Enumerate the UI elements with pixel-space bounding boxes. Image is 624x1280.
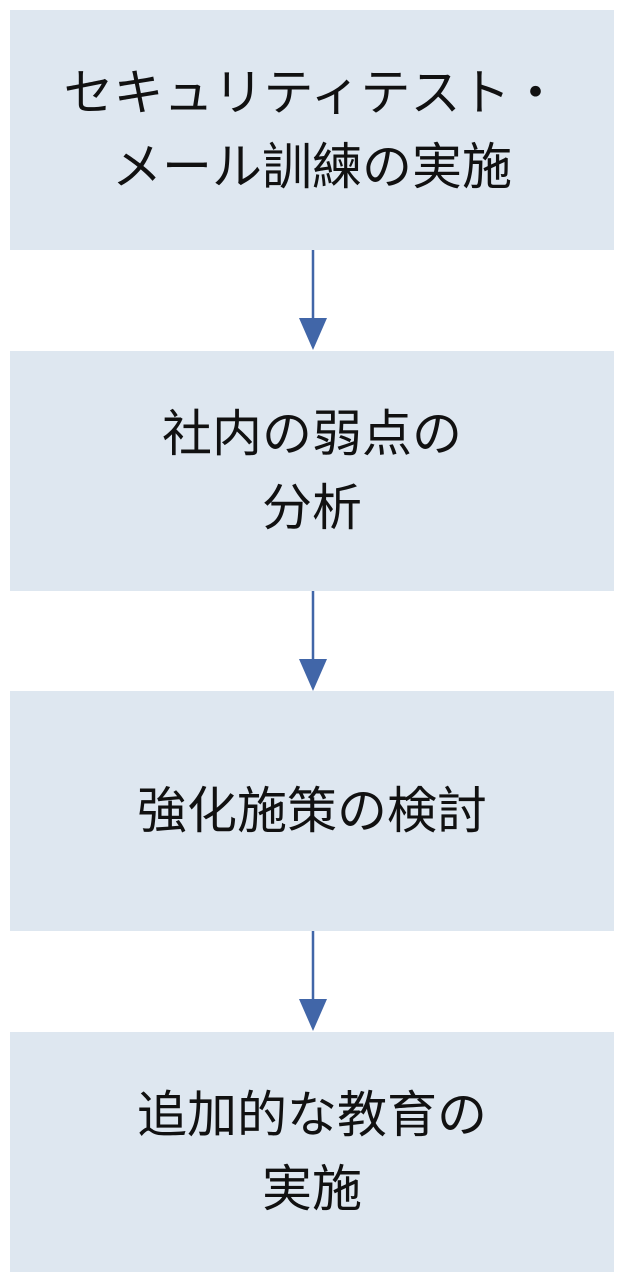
down-arrow-icon bbox=[299, 591, 327, 691]
flow-step-line: 分析 bbox=[262, 479, 362, 537]
flow-step-weakness-analysis: 社内の弱点の 分析 bbox=[10, 351, 614, 591]
down-arrow-icon bbox=[299, 931, 327, 1031]
flow-step-label: 社内の弱点の 分析 bbox=[162, 397, 462, 545]
flow-step-line: 実施 bbox=[262, 1160, 362, 1218]
flow-step-label: 追加的な教育の 実施 bbox=[137, 1078, 487, 1226]
down-arrow-icon bbox=[299, 250, 327, 350]
flow-step-line: 強化施策の検討 bbox=[137, 782, 487, 840]
flow-step-label: 強化施策の検討 bbox=[137, 774, 487, 848]
flow-step-security-test: セキュリティテスト・ メール訓練の実施 bbox=[10, 10, 614, 250]
flow-step-label: セキュリティテスト・ メール訓練の実施 bbox=[64, 56, 561, 204]
flow-step-line: セキュリティテスト・ bbox=[63, 64, 561, 122]
flow-step-additional-training: 追加的な教育の 実施 bbox=[10, 1032, 614, 1272]
flow-step-line: 追加的な教育の bbox=[137, 1086, 487, 1144]
flow-step-line: メール訓練の実施 bbox=[112, 138, 512, 196]
flow-step-measure-review: 強化施策の検討 bbox=[10, 691, 614, 931]
flow-step-line: 社内の弱点の bbox=[162, 405, 462, 463]
